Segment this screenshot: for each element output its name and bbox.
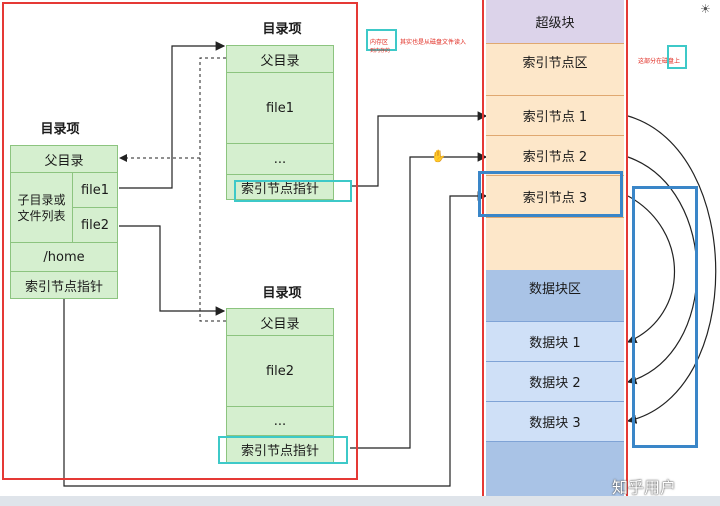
inode-area-spare <box>486 218 624 270</box>
arrow-ptr-to-inode2 <box>350 152 488 449</box>
left-entry-home: /home <box>10 242 118 272</box>
top-entry-title: 目录项 <box>262 21 302 37</box>
disk-label-box <box>667 45 687 69</box>
curve-inode3-to-block1 <box>626 195 675 344</box>
left-entry-subdir-label: 子目录或文件列表 <box>10 172 73 243</box>
top-entry-ellipsis: ... <box>226 143 334 175</box>
inode-3: 索引节点 3 <box>486 176 624 218</box>
bottom-entry-ellipsis: ... <box>226 406 334 436</box>
inode-2: 索引节点 2 <box>486 136 624 176</box>
top-pointer-highlight <box>234 180 352 202</box>
left-entry-inode-pointer: 索引节点指针 <box>10 271 118 299</box>
bottom-scroll-strip <box>0 496 720 506</box>
arrow-ptr-to-inode1 <box>352 111 488 187</box>
memory-frame <box>2 2 358 480</box>
line-parent-dashed-bottom <box>199 158 226 322</box>
top-entry-file: file1 <box>226 72 334 144</box>
inode-1: 索引节点 1 <box>486 96 624 136</box>
bottom-entry-inode-pointer: 索引节点指针 <box>226 435 334 463</box>
watermark: 知乎用户 <box>612 478 677 497</box>
left-entry-file2: file2 <box>72 207 118 243</box>
left-entry-title: 目录项 <box>40 121 80 137</box>
inode3-highlight <box>478 171 623 217</box>
data-block-2: 数据块 2 <box>486 362 624 402</box>
disk-note: 这部分在磁盘上 <box>638 58 681 65</box>
memory-note-2: 到内存的 <box>370 48 391 54</box>
arrow-parent-dashed <box>119 57 226 162</box>
hand-cursor-icon: ✋ <box>431 149 446 163</box>
data-area-spare <box>486 442 624 496</box>
data-block-3: 数据块 3 <box>486 402 624 442</box>
memory-label-box <box>366 29 397 51</box>
data-block-1: 数据块 1 <box>486 322 624 362</box>
bottom-entry-parent: 父目录 <box>226 308 334 336</box>
left-entry-file1: file1 <box>72 172 118 208</box>
curve-inode1-to-block3 <box>626 115 717 424</box>
memory-label: 内存区 <box>370 39 389 46</box>
arrow-file2-to-entry <box>119 225 226 316</box>
top-entry-inode-pointer: 索引节点指针 <box>226 174 334 200</box>
left-entry-parent: 父目录 <box>10 145 118 173</box>
data-area-header: 数据块区 <box>486 270 624 322</box>
bottom-entry-title: 目录项 <box>262 285 302 301</box>
top-entry-parent: 父目录 <box>226 45 334 73</box>
superblock: 超级块 <box>486 0 624 44</box>
sun-icon: ☀ <box>700 2 711 16</box>
arrow-ptr-to-inode3 <box>63 191 488 487</box>
memory-note: 其实也是从磁盘文件读入 <box>400 39 467 46</box>
data-blocks-highlight <box>632 186 698 448</box>
inode-area-header: 索引节点区 <box>486 44 624 96</box>
bottom-entry-file: file2 <box>226 335 334 407</box>
bottom-pointer-highlight <box>218 436 348 464</box>
arrow-file1-to-entry <box>119 41 226 189</box>
